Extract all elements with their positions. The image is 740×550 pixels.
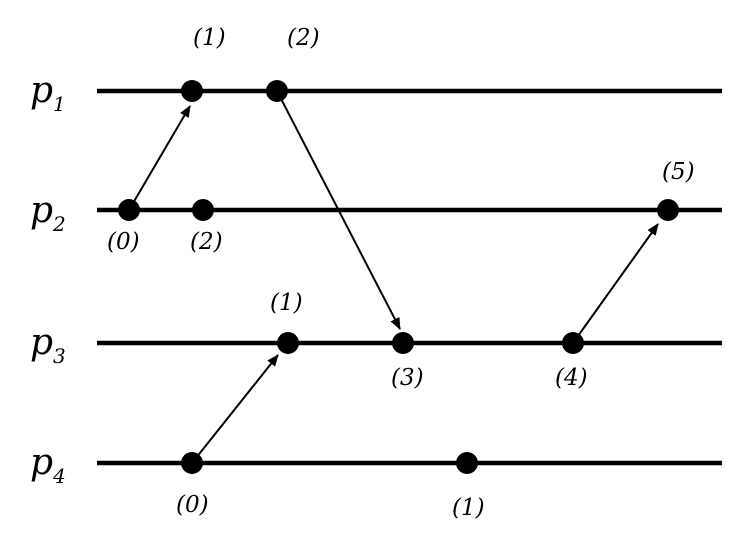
process-label-p1: p1 (30, 70, 66, 116)
event-dot-p3-3 (392, 332, 414, 354)
message-p2-to-p1 (128, 105, 191, 211)
message-p4-to-p3 (191, 354, 279, 464)
event-label-p2-5: (5) (662, 159, 695, 185)
process-label-base: p (30, 190, 53, 231)
event-dot-p3-4 (562, 332, 584, 354)
process-label-p3: p3 (30, 322, 66, 368)
event-label-p4-1: (1) (452, 495, 485, 521)
message-p1-to-p3 (276, 90, 401, 330)
event-dot-p1-2 (266, 80, 288, 102)
process-label-subscript: 2 (52, 212, 66, 236)
event-dot-p4-1 (456, 452, 478, 474)
process-label-base: p (30, 322, 53, 363)
process-label-base: p (30, 70, 53, 111)
process-label-subscript: 1 (53, 92, 66, 116)
message-p3-to-p2 (572, 223, 659, 344)
process-label-subscript: 3 (53, 344, 66, 368)
process-label-base: p (30, 442, 53, 483)
event-label-p4-0: (0) (176, 492, 209, 518)
event-label-p3-1: (1) (270, 290, 303, 316)
event-dot-p1-1 (181, 80, 203, 102)
event-dot-p4-0 (181, 452, 203, 474)
event-label-p3-3: (3) (391, 365, 424, 391)
event-label-p2-2: (2) (190, 229, 223, 255)
event-label-p3-4: (4) (555, 365, 588, 391)
event-dot-p2-2 (192, 199, 214, 221)
process-label-subscript: 4 (52, 464, 66, 488)
event-label-p2-0: (0) (107, 229, 140, 255)
process-label-p4: p4 (30, 442, 66, 488)
process-label-p2: p2 (30, 190, 66, 236)
event-dot-p2-5 (657, 199, 679, 221)
event-dot-p2-0 (118, 199, 140, 221)
event-dot-p3-1 (277, 332, 299, 354)
event-label-p1-1: (1) (193, 25, 226, 51)
event-label-p1-2: (2) (287, 25, 320, 51)
